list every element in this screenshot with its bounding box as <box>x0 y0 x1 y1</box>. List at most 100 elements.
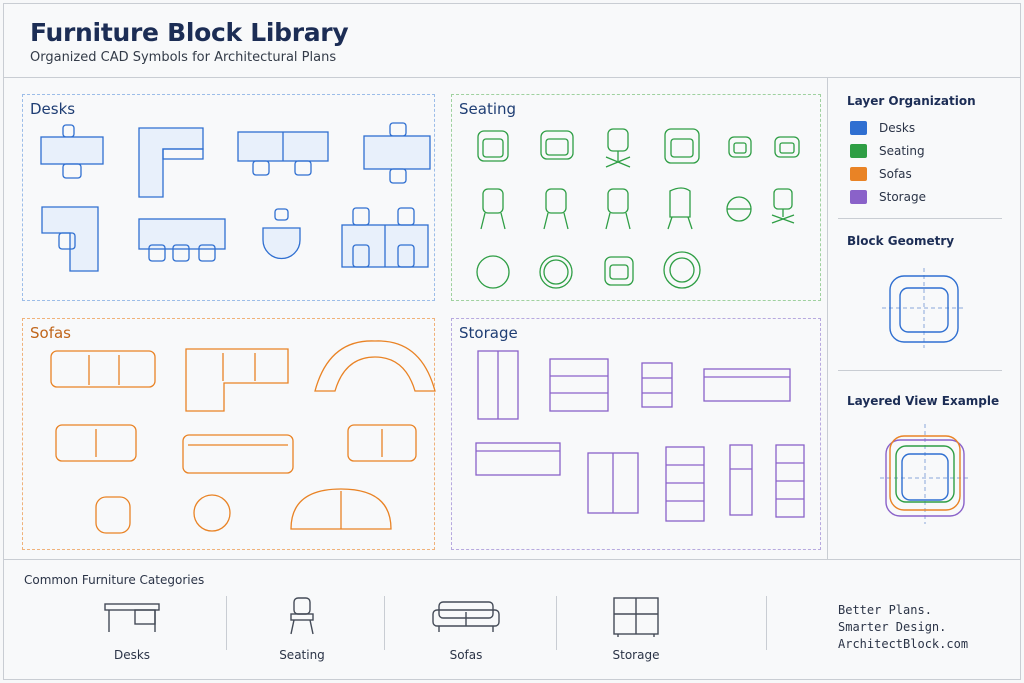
armchair-block-2[interactable] <box>540 130 574 160</box>
cabinet-block[interactable] <box>587 452 639 514</box>
category-seating[interactable]: Seating <box>242 590 362 670</box>
sofa-blocks <box>50 340 436 534</box>
armchair-block-1[interactable] <box>477 130 509 162</box>
legend-item-seating[interactable]: Seating <box>850 143 925 159</box>
footer: Common Furniture Categories Desks Seatin… <box>4 559 1020 681</box>
desk-block-6[interactable] <box>138 218 226 262</box>
side-chair-block-2[interactable] <box>543 188 569 230</box>
cabinet-icon <box>613 597 659 637</box>
block-library-grid: Desks <box>4 78 828 559</box>
desk-block-1[interactable] <box>40 124 104 179</box>
armchair-block-6[interactable] <box>604 256 634 286</box>
layered-view-heading: Layered View Example <box>847 394 1000 408</box>
page-subtitle: Organized CAD Symbols for Architectural … <box>30 50 337 65</box>
desk-block-2[interactable] <box>138 127 204 198</box>
round-chair-block-3[interactable] <box>663 251 701 289</box>
tall-cabinet-block[interactable] <box>729 444 753 516</box>
desk-block-7[interactable] <box>262 208 301 260</box>
category-label: Storage <box>612 648 660 662</box>
desks-panel-label: Desks <box>30 100 76 118</box>
category-storage[interactable]: Storage <box>576 590 696 670</box>
sofa-block-2[interactable] <box>55 424 137 462</box>
sofas-panel: Sofas <box>22 318 436 550</box>
ottoman-block[interactable] <box>193 494 231 532</box>
chair-icon <box>290 597 314 635</box>
legend-item-storage[interactable]: Storage <box>850 189 926 205</box>
wardrobe-block[interactable] <box>477 350 519 420</box>
round-chair-block-2[interactable] <box>539 255 573 289</box>
bookshelf-block[interactable] <box>549 358 609 412</box>
side-chair-block-3[interactable] <box>605 188 631 230</box>
desk-blocks <box>40 122 431 272</box>
divider <box>766 596 767 650</box>
category-desks[interactable]: Desks <box>72 590 192 670</box>
divider <box>226 596 227 650</box>
curved-sofa-block-2[interactable] <box>290 488 392 530</box>
armchair-block-3[interactable] <box>664 128 700 164</box>
armchair-block-4[interactable] <box>728 136 752 158</box>
tagline: Better Plans. Smarter Design. ArchitectB… <box>838 602 968 653</box>
tagline-line-2: Smarter Design. <box>838 620 947 634</box>
legend-item-sofas[interactable]: Sofas <box>850 166 912 182</box>
storage-panel: Storage <box>451 318 821 550</box>
legend-item-desks[interactable]: Desks <box>850 120 915 136</box>
seating-panel-label: Seating <box>459 100 517 118</box>
drawer-unit-block[interactable] <box>641 362 673 408</box>
tagline-line-1: Better Plans. <box>838 603 932 617</box>
filing-cabinet-block[interactable] <box>775 444 805 518</box>
shelving-block[interactable] <box>665 446 705 522</box>
desks-panel: Desks <box>22 94 435 301</box>
sectional-sofa-block[interactable] <box>185 348 289 412</box>
desk-block-8[interactable] <box>341 207 429 268</box>
side-chair-block-4[interactable] <box>667 187 693 230</box>
office-chair-block-1[interactable] <box>605 128 631 168</box>
divider <box>384 596 385 650</box>
legend-label: Desks <box>879 121 916 135</box>
category-label: Sofas <box>449 648 483 662</box>
sidebar: Layer Organization Desks Seating Sofas S… <box>830 78 1022 559</box>
sofa-icon <box>432 601 500 632</box>
category-label: Desks <box>113 648 151 662</box>
desk-block-4[interactable] <box>363 122 431 184</box>
seating-blocks <box>476 128 800 289</box>
layered-view-diagram <box>880 424 970 524</box>
sideboard-block[interactable] <box>703 368 791 402</box>
storage-panel-label: Storage <box>459 324 518 342</box>
header: Furniture Block Library Organized CAD Sy… <box>4 4 1020 78</box>
divider <box>556 596 557 650</box>
divider <box>838 218 1002 219</box>
block-geometry-heading: Block Geometry <box>847 234 955 248</box>
credenza-block[interactable] <box>475 442 561 476</box>
sofas-panel-label: Sofas <box>30 324 71 342</box>
desks-swatch <box>850 121 867 135</box>
stool-block-1[interactable] <box>726 196 752 222</box>
seating-swatch <box>850 144 867 158</box>
desk-block-5[interactable] <box>41 206 99 272</box>
category-label: Seating <box>279 648 325 662</box>
divider <box>838 370 1002 371</box>
sofa-block-3[interactable] <box>182 434 294 474</box>
desk-icon <box>104 603 160 632</box>
block-geometry-armchair-diagram <box>882 268 966 348</box>
round-chair-block-1[interactable] <box>476 255 510 289</box>
page-frame: Furniture Block Library Organized CAD Sy… <box>3 3 1021 680</box>
tagline-line-3: ArchitectBlock.com <box>838 637 969 651</box>
sofa-block-1[interactable] <box>50 350 156 388</box>
legend-label: Sofas <box>879 167 912 181</box>
category-sofas[interactable]: Sofas <box>406 590 526 670</box>
desk-block-3[interactable] <box>237 131 329 176</box>
office-chair-block-2[interactable] <box>771 188 795 224</box>
curved-sofa-block[interactable] <box>314 340 436 392</box>
armchair-block-5[interactable] <box>774 136 800 158</box>
storage-swatch <box>850 190 867 204</box>
layer-organization-heading: Layer Organization <box>847 94 976 108</box>
armchair-sofa-block[interactable] <box>95 496 131 534</box>
sofa-block-4[interactable] <box>347 424 417 462</box>
footer-title: Common Furniture Categories <box>24 573 205 587</box>
side-chair-block-1[interactable] <box>480 188 506 230</box>
legend-label: Seating <box>879 144 925 158</box>
legend-label: Storage <box>879 190 926 204</box>
storage-blocks <box>475 350 805 522</box>
page-title: Furniture Block Library <box>30 18 349 47</box>
sofas-swatch <box>850 167 867 181</box>
